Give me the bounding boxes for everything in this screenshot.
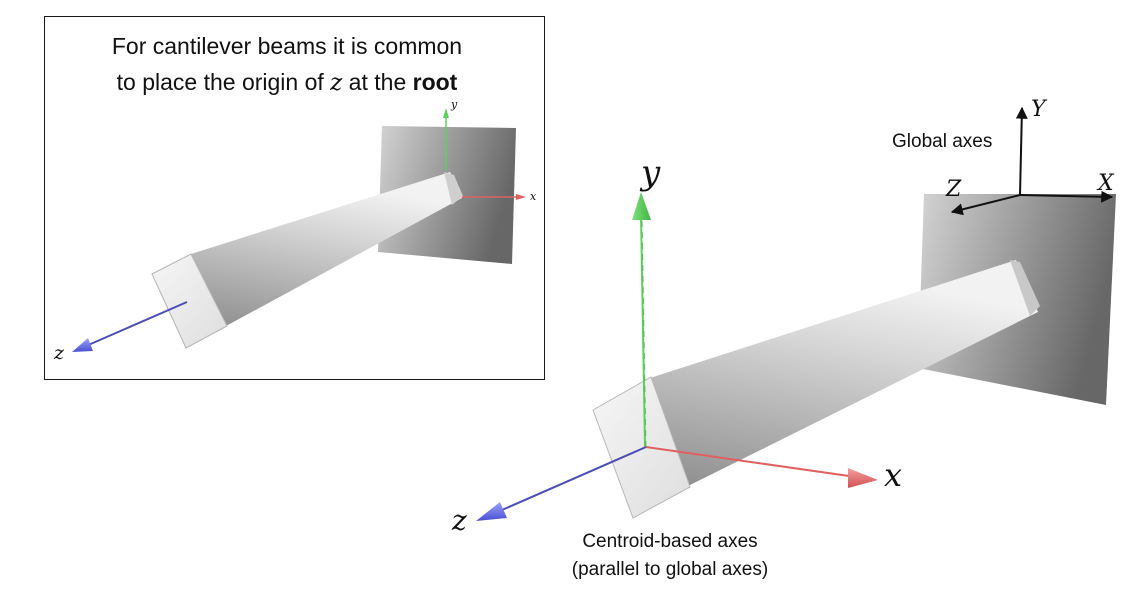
global-Z-axis	[950, 194, 1021, 216]
inset-caption-var: z	[330, 70, 343, 96]
centroid-caption-line1: Centroid-based axes	[582, 531, 758, 552]
global-axes-label: Global axes	[892, 131, 993, 152]
main-y-axis-dash	[641, 213, 647, 448]
inset-z-axis	[85, 301, 188, 347]
main-beam-end	[1010, 260, 1040, 316]
global-X-axis	[1019, 190, 1114, 203]
main-y-axis	[640, 213, 646, 448]
main-diagram: y x z Y X Z	[451, 97, 1116, 537]
centroid-caption-line2: (parallel to global axes)	[571, 559, 769, 580]
inset-caption-text-b: at the	[342, 69, 413, 95]
global-Z-label: Z	[945, 177, 962, 202]
inset-y-arrowhead	[443, 108, 449, 118]
main-beam-tip	[592, 376, 691, 519]
global-X-label: X	[1096, 171, 1115, 196]
main-y-label: y	[639, 153, 661, 193]
inset-x-label: x	[530, 190, 537, 203]
inset-caption: For cantilever beams it is common to pla…	[44, 28, 530, 101]
main-y-cone	[632, 192, 651, 220]
centroid-caption: Centroid-based axes (parallel to global …	[520, 528, 820, 584]
inset-beam	[191, 172, 462, 326]
inset-caption-bold: root	[412, 69, 458, 95]
inset-caption-line2: to place the origin of z at the root	[44, 64, 530, 101]
main-z-cone	[476, 502, 507, 521]
global-Y-axis	[1015, 106, 1028, 196]
inset-caption-text-a: to place the origin of	[116, 69, 331, 95]
inset-beam-tip	[151, 253, 228, 349]
inset-y-label: y	[450, 98, 458, 111]
inset-frame	[44, 16, 545, 380]
inset-caption-line1: For cantilever beams it is common	[111, 33, 463, 59]
global-Y-label: Y	[1031, 97, 1048, 122]
main-x-axis	[645, 446, 857, 478]
main-z-label: z	[451, 504, 467, 537]
main-x-label: x	[884, 456, 902, 494]
inset-beam-end	[444, 172, 463, 205]
inset-x-arrowhead	[516, 194, 526, 200]
inset-diagram: y x z	[53, 98, 537, 364]
main-beam	[650, 260, 1038, 486]
main-x-cone	[848, 468, 878, 488]
inset-z-cone	[72, 338, 93, 352]
inset-z-label: z	[53, 342, 65, 364]
main-z-axis	[501, 446, 647, 511]
